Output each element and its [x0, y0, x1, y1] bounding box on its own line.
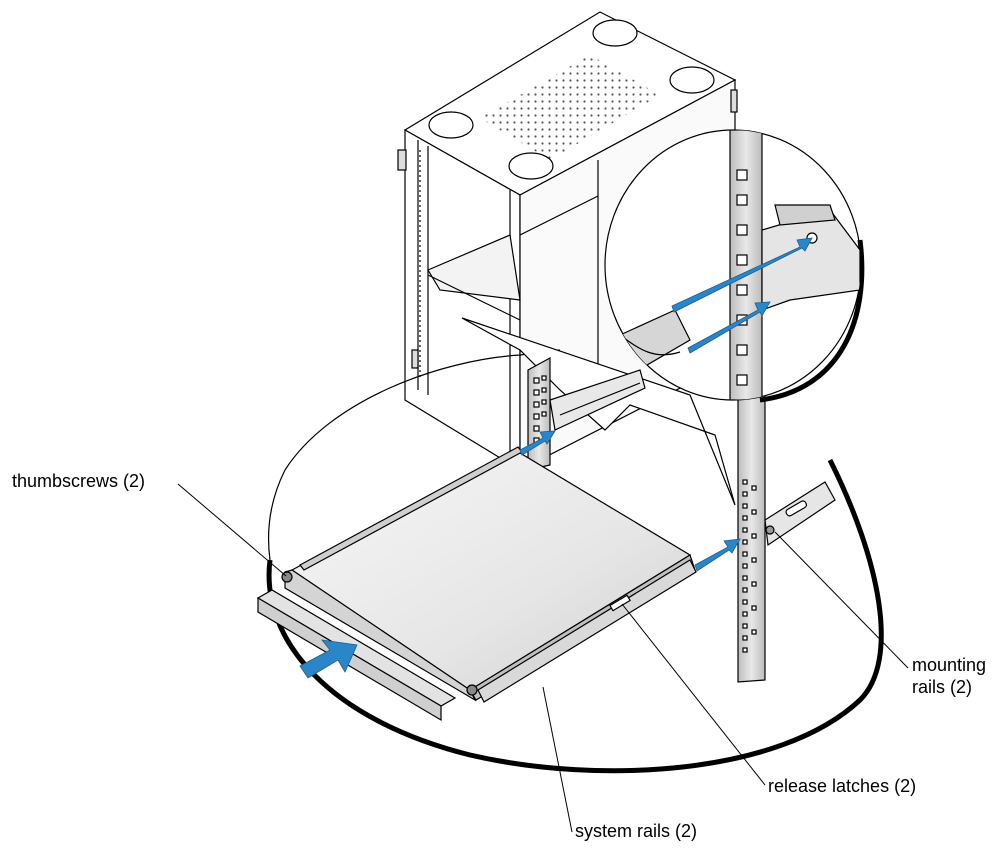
leader-system-rails	[542, 686, 573, 833]
server-chassis	[281, 446, 697, 703]
leader-lines	[177, 483, 909, 833]
rack-top-hole	[592, 19, 638, 47]
leader-mounting-rails	[774, 531, 909, 669]
release-latch	[609, 594, 631, 612]
leader-thumbscrews	[177, 483, 287, 577]
rack-post-left	[527, 356, 646, 471]
rack-top-hole	[669, 66, 715, 94]
callout-mounting-line2: rails (2)	[912, 677, 973, 697]
direction-arrows	[299, 237, 813, 679]
callout-thumbscrews: thumbscrews (2)	[12, 471, 146, 491]
callout-mounting-line1: mounting	[912, 655, 987, 675]
zoom-inset	[604, 129, 865, 403]
zoom-arrow-upper	[671, 237, 813, 313]
thumbscrew-right	[466, 684, 478, 696]
install-arrow-left	[519, 430, 556, 456]
mounting-rail-right	[764, 481, 836, 547]
leader-release-latches	[621, 603, 766, 786]
callout-system-rails: system rails (2)	[575, 821, 698, 841]
callout-mounting-rails: mounting rails (2)	[912, 654, 986, 698]
zoom-bubble-tail	[461, 317, 736, 506]
mounting-rail-screw	[765, 525, 775, 535]
callout-release-latches: release latches (2)	[768, 776, 917, 796]
rack-vent-grille	[480, 55, 660, 160]
push-arrow	[299, 639, 358, 679]
rack-shelf	[427, 234, 521, 301]
zoom-arrow-lower	[687, 301, 771, 354]
install-arrow-right	[694, 538, 741, 572]
rack-post-right	[737, 377, 836, 683]
rack-top-hole	[428, 111, 474, 139]
rack-top-hole	[508, 152, 554, 180]
